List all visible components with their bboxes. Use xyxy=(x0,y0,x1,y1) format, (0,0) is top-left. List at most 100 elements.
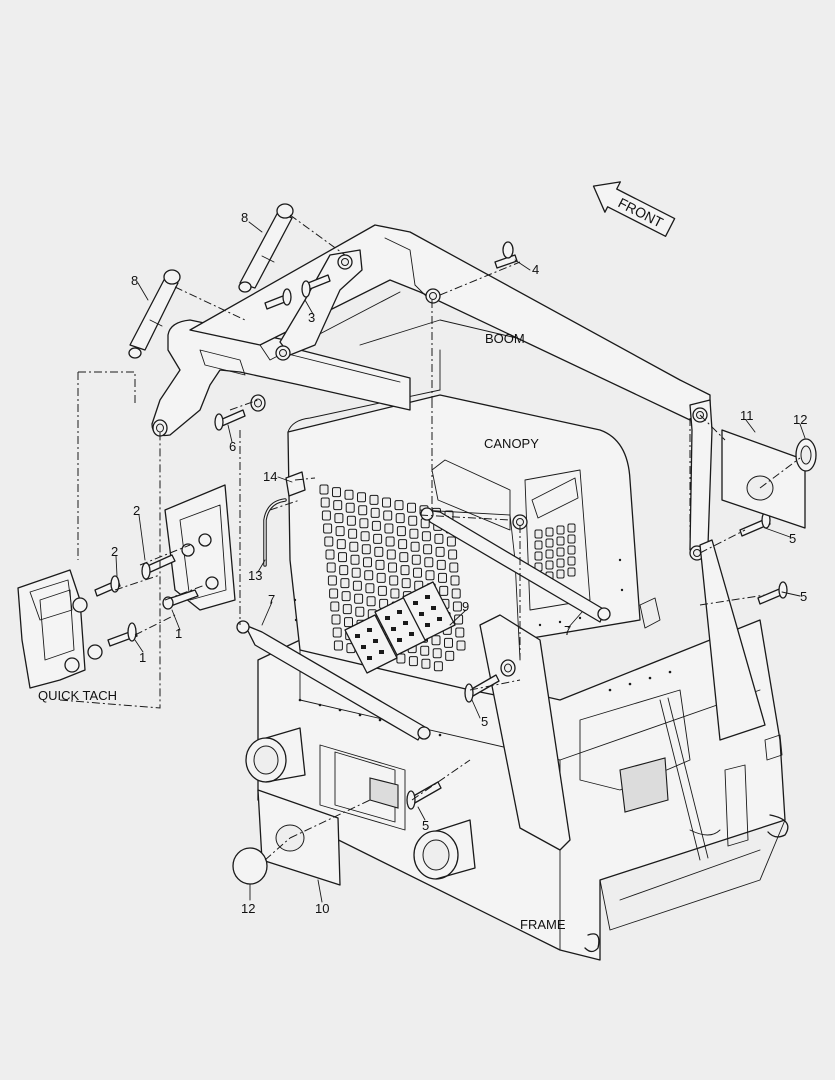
floor-plate-hole xyxy=(361,645,366,649)
pin-3-left xyxy=(264,288,292,310)
grille-slot xyxy=(388,562,397,573)
pin-3-right xyxy=(301,274,331,298)
grille-slot xyxy=(408,515,418,526)
grille-slot xyxy=(389,575,399,586)
grille-slot xyxy=(448,549,458,560)
grille-slot xyxy=(454,614,464,625)
callout-4: 4 xyxy=(532,262,539,277)
callout-5-d: 5 xyxy=(800,589,807,604)
grille-slot xyxy=(376,572,386,583)
grille-slot xyxy=(545,527,554,537)
front-direction-arrow: FRONT xyxy=(592,181,676,237)
grille-slot xyxy=(452,601,462,612)
grille-slot xyxy=(435,546,445,557)
grille-slot xyxy=(319,484,329,495)
grille-slot xyxy=(334,513,344,524)
pin-5-a xyxy=(464,674,500,703)
callout-5-a: 5 xyxy=(481,714,488,729)
callout-3: 3 xyxy=(308,310,315,325)
grille-slot xyxy=(424,557,434,568)
grille-slot xyxy=(359,518,369,529)
callout-13: 13 xyxy=(248,568,262,583)
floor-plate-hole xyxy=(367,656,372,660)
grille-slot xyxy=(344,617,353,628)
grille-slot xyxy=(327,575,337,586)
callout-10: 10 xyxy=(315,901,329,916)
callout-1-lower: 1 xyxy=(139,650,146,665)
pin-4 xyxy=(494,241,518,269)
floor-plate-hole xyxy=(413,601,418,605)
grille-slot xyxy=(408,656,418,667)
grille-slot xyxy=(396,653,406,664)
grille-slot xyxy=(423,544,433,555)
grille-slot xyxy=(545,538,554,548)
grille-slot xyxy=(455,627,465,638)
grille-slot xyxy=(390,588,400,599)
grille-slot xyxy=(567,556,576,566)
grille-slot xyxy=(407,502,416,513)
grille-slot xyxy=(323,523,333,534)
canopy-bolt-pattern xyxy=(293,558,624,627)
pin-1-lower xyxy=(107,622,138,647)
grille-slot xyxy=(360,531,370,542)
grille-slot xyxy=(382,497,391,508)
grille-slot xyxy=(446,536,456,547)
cover-plate-11 xyxy=(721,429,806,529)
assembly-center-lines xyxy=(59,214,801,861)
grille-slot xyxy=(451,588,461,599)
grille-slot xyxy=(331,614,341,625)
section-label-frame: FRAME xyxy=(520,917,566,932)
grille-slot xyxy=(333,640,343,651)
grille-slot xyxy=(357,492,366,503)
floor-plate-hole xyxy=(397,638,402,642)
grille-slot xyxy=(366,596,376,607)
grille-slot xyxy=(329,588,339,599)
tilt-cylinder-left xyxy=(128,269,181,359)
grille-slot xyxy=(556,569,565,579)
grille-slot xyxy=(425,570,435,581)
tilt-cylinder-right xyxy=(238,203,294,293)
floor-plate-hole xyxy=(425,623,430,627)
floor-plate-hole xyxy=(385,616,390,620)
grille-slot xyxy=(399,552,409,563)
plug-disc-12-right xyxy=(795,438,817,472)
grille-slot xyxy=(385,536,395,547)
grille-slot xyxy=(556,536,565,546)
grille-slot xyxy=(438,572,447,583)
callout-9: 9 xyxy=(462,599,469,614)
callout-8-left: 8 xyxy=(131,273,138,288)
section-label-quick-tach: QUICK TACH xyxy=(38,688,117,703)
grille-slot xyxy=(450,575,460,586)
pin-5-d xyxy=(757,581,788,605)
grille-slot xyxy=(351,567,361,578)
callout-8-right: 8 xyxy=(241,210,248,225)
pin-2-left xyxy=(94,575,121,597)
grille-slot xyxy=(320,497,330,508)
grille-slot xyxy=(444,637,453,648)
grille-slot xyxy=(409,528,419,539)
floor-plate-hole xyxy=(403,621,408,625)
grille-slot xyxy=(336,539,346,550)
grille-slot xyxy=(371,520,381,531)
lift-cylinder-left xyxy=(236,620,431,741)
grille-slot xyxy=(534,551,543,561)
callout-11: 11 xyxy=(740,408,754,423)
grille-slot xyxy=(355,606,365,617)
callout-2-right: 2 xyxy=(133,503,140,518)
callout-7-right: 7 xyxy=(564,623,571,638)
callout-5-b: 5 xyxy=(422,818,429,833)
grille-slot xyxy=(370,507,380,518)
floor-plate-hole xyxy=(437,617,442,621)
grille-slot xyxy=(375,559,385,570)
grille-slot xyxy=(384,523,394,534)
grille-slot xyxy=(333,500,343,511)
boom-arms xyxy=(151,224,766,851)
grille-slot xyxy=(395,513,405,524)
grille-slot xyxy=(340,578,350,589)
grille-slot xyxy=(431,635,441,646)
pin-6 xyxy=(214,409,246,431)
grille-slot xyxy=(439,585,449,596)
callout-2-left: 2 xyxy=(111,544,118,559)
grille-slot xyxy=(396,526,406,537)
